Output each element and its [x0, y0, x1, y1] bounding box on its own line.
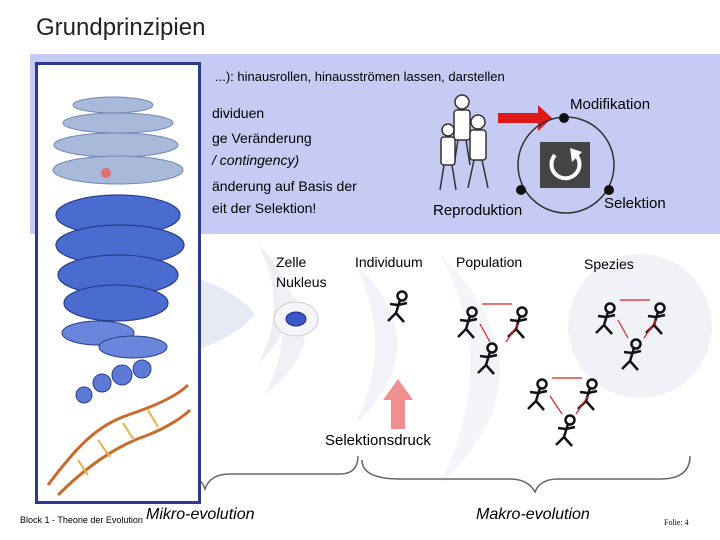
- slide-title: Grundprinzipien: [36, 14, 206, 41]
- individuum-label: Individuum: [355, 254, 423, 270]
- species-sphere: [568, 254, 712, 398]
- footer-slide-number: Folie: 4: [664, 518, 689, 527]
- panel-line-2: dividuen: [212, 105, 265, 121]
- evolution-cycle-diagram: [439, 94, 615, 214]
- cycle-node-left: [516, 185, 526, 195]
- population-figure: [476, 342, 499, 376]
- recycle-icon: [540, 142, 590, 188]
- species-figure: [620, 338, 643, 372]
- nucleus-icon: [285, 311, 307, 327]
- species-figure: [644, 302, 667, 336]
- zelle-label: Zelle: [276, 254, 307, 270]
- makro-evolution-label: Makro-evolution: [476, 506, 590, 523]
- chromatin-image-frame: [35, 62, 201, 504]
- individual-figure: [386, 290, 409, 324]
- modifikation-label: Modifikation: [570, 96, 651, 113]
- cycle-node-top: [559, 113, 569, 123]
- panel-line-4: / contingency): [212, 152, 300, 168]
- population-figure: [506, 306, 529, 340]
- cycle-node-right: [604, 185, 614, 195]
- modification-arrow-icon: [498, 113, 538, 123]
- mikro-evolution-label: Mikro-evolution: [146, 506, 255, 523]
- scale-diagram: [37, 244, 712, 494]
- funnel-left: [200, 279, 255, 349]
- population-figure: [456, 306, 479, 340]
- footer-block-label: Block 1 - Theorie der Evolution: [20, 515, 143, 525]
- panel-line-1: ...): hinausrollen, hinausströmen lassen…: [215, 69, 505, 84]
- population-figure: [576, 378, 599, 412]
- spezies-label: Spezies: [584, 256, 634, 272]
- selektionsdruck-label: Selektionsdruck: [325, 432, 431, 449]
- nukleus-label: Nukleus: [276, 274, 327, 290]
- scientists-figure-icon: [439, 94, 489, 191]
- population-figure: [554, 414, 577, 448]
- panel-line-6: eit der Selektion!: [212, 200, 317, 216]
- population-label: Population: [456, 254, 523, 270]
- population-figure: [526, 378, 549, 412]
- stick-figures: [386, 290, 667, 448]
- selection-pressure-arrow-icon: [391, 399, 405, 429]
- reproduktion-label: Reproduktion: [433, 202, 523, 219]
- macro-brace: [361, 455, 691, 494]
- panel-line-5: änderung auf Basis der: [212, 178, 357, 194]
- panel-line-3: ge Veränderung: [212, 130, 312, 146]
- selektion-label: Selektion: [604, 195, 666, 212]
- species-figure: [594, 302, 617, 336]
- chromatin-illustration: [46, 96, 192, 497]
